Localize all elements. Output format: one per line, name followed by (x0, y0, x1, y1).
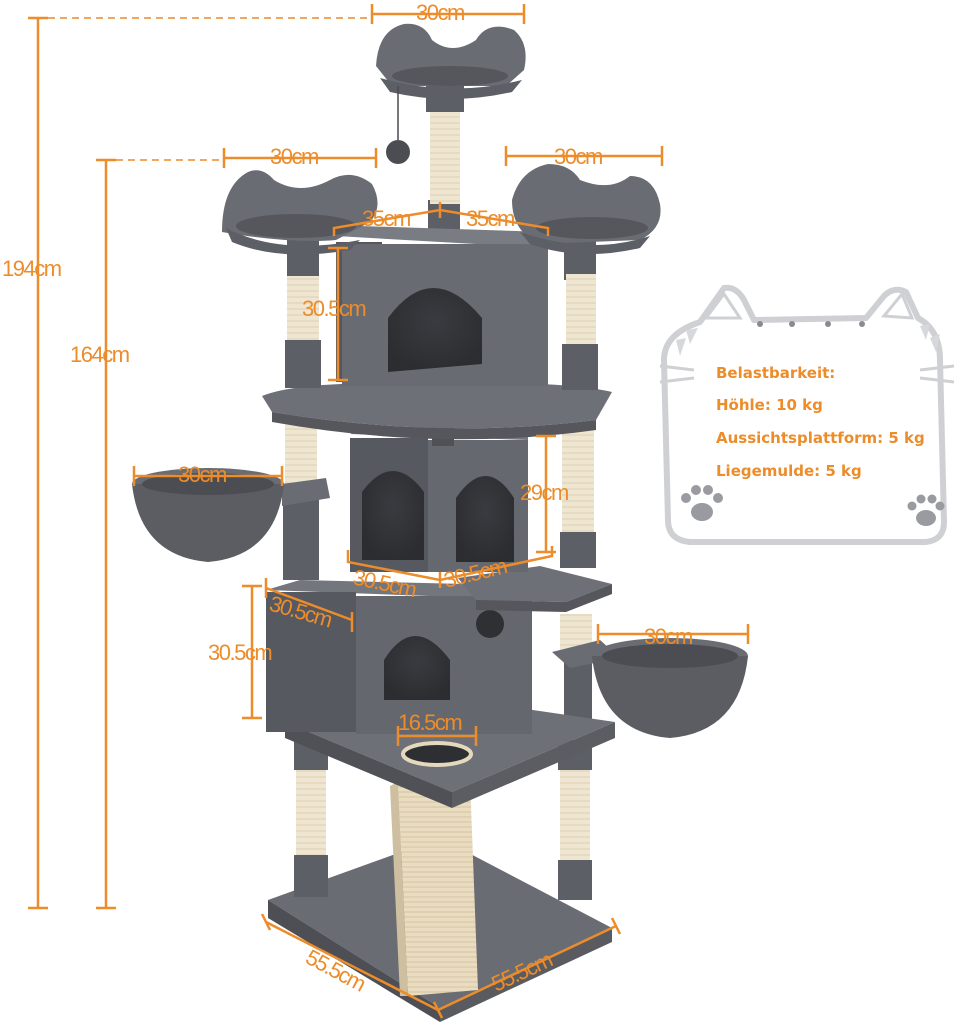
lower-cave (266, 580, 548, 734)
paw-print-icon (681, 485, 723, 521)
middle-lower-platform (458, 566, 612, 612)
load-basket-line: Liegemulde: 5 kg (716, 462, 862, 480)
load-platform-line: Aussichtsplattform: 5 kg (716, 429, 925, 447)
top-perch-width-label: 30cm (416, 0, 464, 25)
right-basket-width-label: 30cm (644, 624, 692, 649)
load-capacity-panel: Belastbarkeit: Höhle: 10 kg Aussichtspla… (659, 284, 955, 545)
tunnel-hole-width-label: 16.5cm (398, 710, 461, 735)
upper-cave-left-depth-label: 35cm (362, 206, 410, 231)
middle-cave-height-label: 29cm (520, 480, 568, 505)
upper-main-platform (262, 383, 612, 440)
total-height-label: 194cm (2, 256, 61, 281)
load-cave-line: Höhle: 10 kg (716, 396, 823, 414)
right-top-perch (512, 164, 661, 255)
paw-print-icon-right (907, 494, 945, 526)
mid-height-label: 164cm (70, 342, 129, 367)
lower-cave-height-label: 30.5cm (208, 640, 271, 665)
cat-face-panel-icon (659, 284, 955, 545)
scratching-ramp (390, 780, 478, 996)
right-basket (552, 638, 748, 738)
left-top-perch (222, 170, 378, 255)
hanging-toy-ball (386, 86, 410, 164)
top-perch (376, 23, 526, 99)
load-panel-title: Belastbarkeit: (716, 364, 835, 382)
upper-cave-right-depth-label: 35cm (466, 206, 514, 231)
left-basket-width-label: 30cm (178, 462, 226, 487)
right-perch-width-label: 30cm (554, 144, 602, 169)
upper-cave-height-label: 30.5cm (302, 296, 365, 321)
upper-cave (336, 226, 548, 386)
left-perch-width-label: 30cm (270, 144, 318, 169)
upper-posts (285, 86, 598, 390)
dimension-lines (28, 4, 750, 1019)
cat-tree (132, 23, 748, 1022)
